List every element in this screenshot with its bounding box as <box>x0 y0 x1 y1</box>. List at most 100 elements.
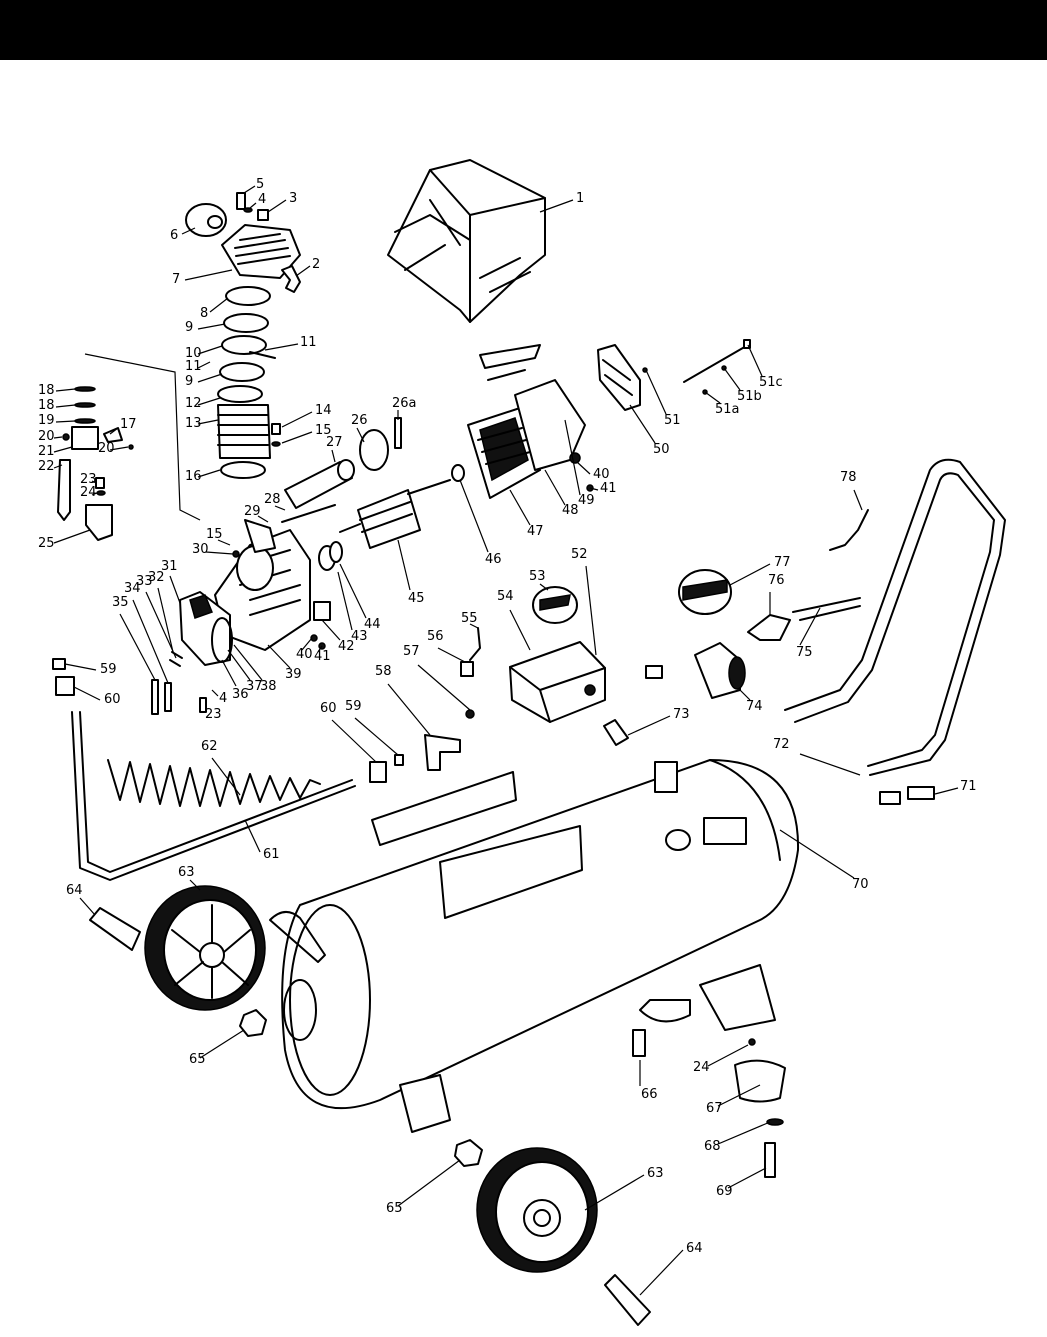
bolt-14 <box>271 423 281 435</box>
washer-15 <box>271 441 281 447</box>
callout-leader-line <box>704 391 721 404</box>
callout-label: 4 <box>258 192 266 207</box>
callout-leader-line <box>53 529 91 544</box>
callout-leader-line <box>189 879 201 891</box>
callout-label: 67 <box>706 1101 723 1116</box>
callouts: 1234567891011119121314151617181819202021… <box>38 177 977 1296</box>
callout-leader-line <box>576 461 591 475</box>
callout-leader-line <box>539 199 574 213</box>
callout-leader-line <box>79 897 96 916</box>
callout-label: 15 <box>315 423 332 438</box>
callout-label: 60 <box>320 701 337 716</box>
callout-label: 75 <box>796 645 813 660</box>
callout-label: 36 <box>232 687 249 702</box>
callout-leader-line <box>197 419 219 425</box>
elbow-fitting-part <box>281 265 301 293</box>
callout-leader-line <box>169 575 181 604</box>
callout-label: 23 <box>80 472 97 487</box>
callout-label: 35 <box>112 595 129 610</box>
tank-70 <box>269 759 800 1133</box>
callout-leader-line <box>197 345 223 355</box>
callout-leader-line <box>243 185 256 194</box>
callout-label: 29 <box>244 504 261 519</box>
callout-leader-line <box>397 539 411 591</box>
callout-label: 26 <box>351 413 368 428</box>
callout-label: 59 <box>100 662 117 677</box>
callout-leader-line <box>55 404 76 408</box>
pressure-switch-54 <box>509 641 606 723</box>
callout-leader-line <box>584 1174 645 1211</box>
callout-leader-line <box>227 649 251 681</box>
callout-leader-line <box>267 199 287 213</box>
callout-leader-line <box>723 367 741 391</box>
callout-label: 5 <box>256 177 264 192</box>
foot-67 <box>734 1038 786 1178</box>
callout-leader-line <box>197 397 221 406</box>
callout-label: 31 <box>161 559 178 574</box>
callout-label: 30 <box>192 542 209 557</box>
callout-label: 54 <box>497 589 514 604</box>
callout-label: 18 <box>38 398 55 413</box>
callout-label: 64 <box>686 1241 703 1256</box>
callout-leader-line <box>281 431 313 444</box>
callout-label: 60 <box>104 692 121 707</box>
callout-label: 14 <box>315 403 332 418</box>
callout-label: 24 <box>80 485 97 500</box>
wire-75 <box>792 597 861 621</box>
callout-leader-line <box>257 515 269 523</box>
callout-leader-line <box>539 583 549 591</box>
callout-leader-line <box>244 819 261 853</box>
callout-label: 62 <box>201 739 218 754</box>
callout-label: 72 <box>773 737 790 752</box>
callout-label: 51b <box>737 389 762 404</box>
callout-leader-line <box>799 607 821 646</box>
callout-label: 39 <box>285 667 302 682</box>
callout-leader-line <box>233 644 263 681</box>
unloader-assembly <box>57 353 201 541</box>
callout-leader-line <box>717 1084 761 1107</box>
callout-label: 34 <box>124 581 141 596</box>
callout-leader-line <box>747 344 763 377</box>
axle-64-lower <box>604 1274 651 1326</box>
callout-leader-line <box>184 269 233 281</box>
callout-leader-line <box>779 829 855 879</box>
callout-leader-line <box>274 505 286 511</box>
callout-leader-line <box>64 663 97 671</box>
callout-leader-line <box>197 373 223 383</box>
callout-leader-line <box>585 565 597 656</box>
callout-leader-line <box>211 757 241 796</box>
callout-label: 65 <box>189 1052 206 1067</box>
callout-leader-line <box>509 609 531 651</box>
callout-label: 66 <box>641 1087 658 1102</box>
callout-label: 12 <box>185 396 202 411</box>
callout-label: 51a <box>715 402 740 417</box>
callout-leader-line <box>281 411 313 428</box>
callout-label: 11 <box>300 335 317 350</box>
callout-label: 58 <box>375 664 392 679</box>
callout-leader-line <box>132 599 169 684</box>
fan-part <box>597 344 641 411</box>
callout-leader-line <box>589 487 599 491</box>
callout-leader-line <box>301 637 313 651</box>
callout-leader-line <box>199 1029 245 1059</box>
callout-leader-line <box>639 1249 684 1296</box>
callout-leader-line <box>249 202 257 209</box>
callout-label: 50 <box>653 442 670 457</box>
callout-label: 6 <box>170 228 178 243</box>
callout-label: 74 <box>746 699 763 714</box>
callout-leader-line <box>53 464 63 469</box>
cord-78 <box>829 509 869 551</box>
callout-leader-line <box>211 689 219 697</box>
cylinder-tube-parts <box>281 417 402 523</box>
callout-leader-line <box>629 404 656 444</box>
nut-59 <box>394 754 404 766</box>
callout-leader-line <box>91 480 97 484</box>
callout-leader-line <box>209 297 229 313</box>
shroud-part <box>387 159 546 323</box>
callout-leader-line <box>437 647 466 663</box>
callout-leader-line <box>119 613 156 681</box>
callout-label: 16 <box>185 469 202 484</box>
callout-leader-line <box>331 719 377 763</box>
callout-leader-line <box>707 1044 749 1067</box>
drain-valve-66 <box>632 1029 646 1057</box>
